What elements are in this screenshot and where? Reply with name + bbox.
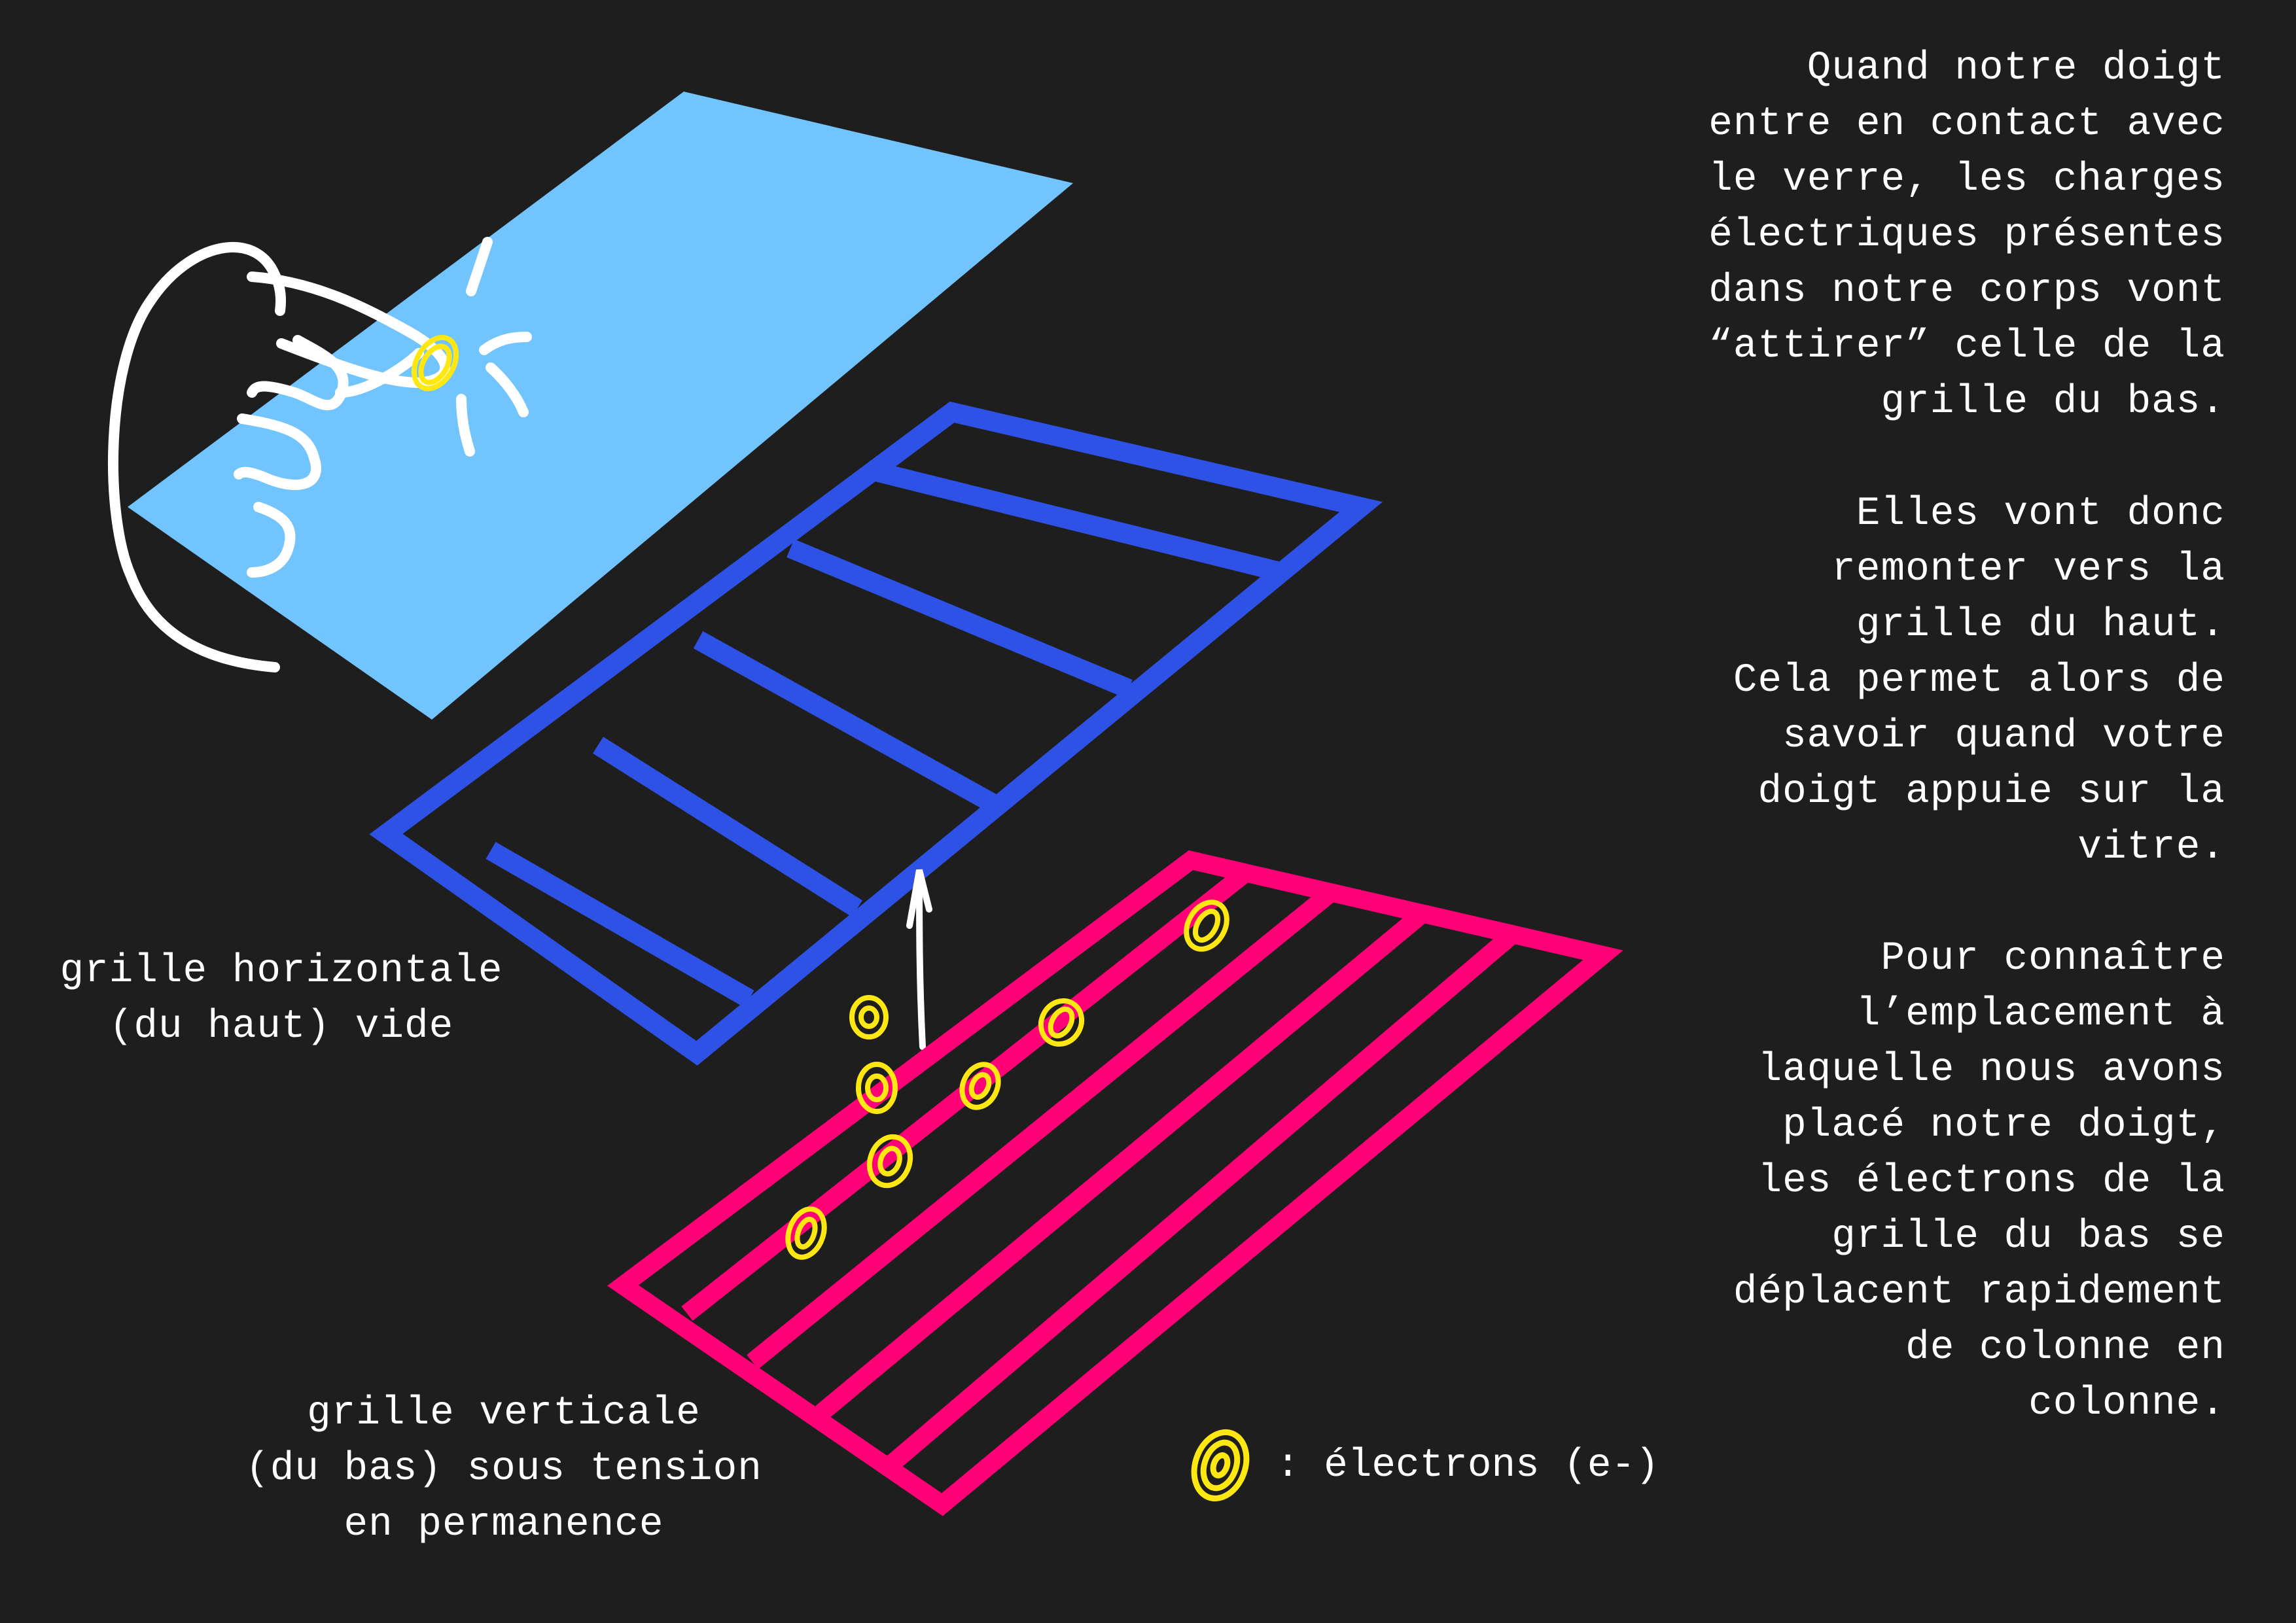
- electron-icon: [866, 1134, 913, 1189]
- electron-icon: [785, 1206, 827, 1260]
- electron-icon: [1184, 899, 1229, 952]
- legend: : électrons (e-): [1184, 1426, 1659, 1505]
- paragraph-attraction: Quand notre doigt entre en contact avec …: [1708, 46, 2225, 425]
- electrons-group: [785, 899, 1229, 1260]
- electron-icon: [856, 1062, 898, 1114]
- touch-spark-icon: [456, 237, 532, 457]
- legend-text: : électrons (e-): [1276, 1442, 1659, 1488]
- top-grid: [369, 401, 1383, 1066]
- paragraph-ascend: Elles vont donc remonter vers la grille …: [1733, 491, 2225, 870]
- label-top-grid: grille horizontale (du haut) vide: [60, 949, 503, 1049]
- glass-pane: [128, 92, 1073, 720]
- electron-icon: [411, 335, 459, 391]
- arrow-up-icon: [906, 869, 932, 1050]
- finger-icon: [108, 241, 451, 672]
- electron-icon: [1038, 998, 1085, 1047]
- electron-icon: [1191, 1429, 1250, 1502]
- electron-icon: [849, 995, 889, 1039]
- paragraph-location: Pour connaître l’emplacement à laquelle …: [1733, 936, 2225, 1426]
- label-bottom-grid: grille verticale (du bas) sous tension e…: [245, 1391, 762, 1547]
- electron-icon: [959, 1062, 1001, 1110]
- bottom-grid: [607, 850, 1623, 1516]
